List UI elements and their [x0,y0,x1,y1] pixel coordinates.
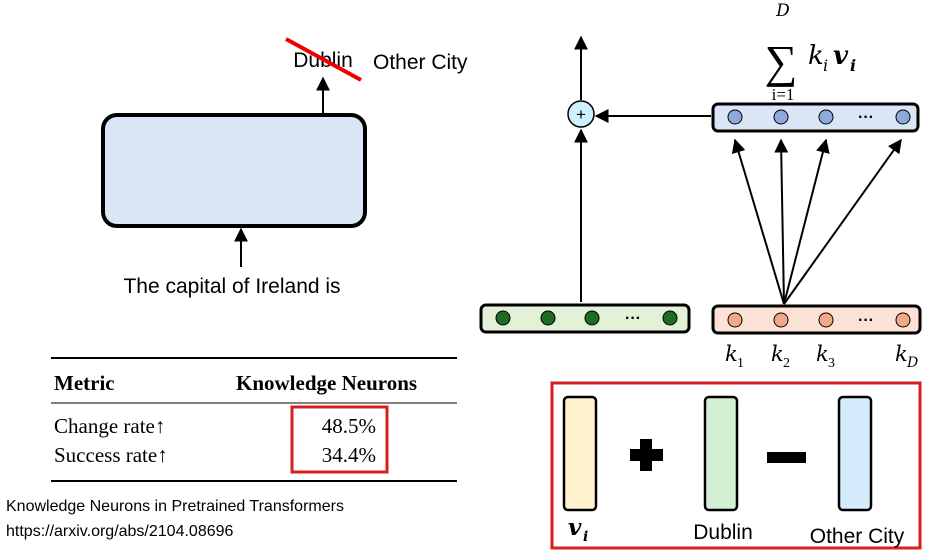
header-knowledge-neurons: Knowledge Neurons [236,371,417,395]
key-weight-arrow [783,138,902,305]
key-neuron-dot [727,312,743,328]
sum-upper-bound: D [775,1,790,21]
key-label-k1: k [725,342,738,366]
vi-label: v [568,514,582,541]
value-neuron-dot [773,109,789,125]
language-model-box [101,113,367,228]
minus-operator [767,452,806,463]
row-metric-change-rate: Change rate↑ [54,414,165,438]
residual-add-node [567,100,595,128]
value-vector-bar [711,102,920,133]
key-neuron-dot [773,312,789,328]
key-ellipsis: ··· [858,312,874,329]
values-highlight-box [290,405,389,474]
key-label-k2-sub: 2 [783,356,790,371]
key-weight-arrow [783,138,830,305]
key-neuron-dot [818,312,834,328]
value-ellipsis: ··· [858,109,874,126]
dublin-vector [703,395,739,512]
key-label-k1-sub: 1 [737,356,744,371]
citation-title: Knowledge Neurons in Pretrained Transfor… [6,498,344,515]
other-city-label: Other City [810,525,905,548]
input-prompt: The capital of Ireland is [123,275,340,298]
value-vector-vi [562,395,598,512]
plus-operator [630,439,663,471]
header-metric: Metric [54,371,115,395]
hidden-ellipsis: ··· [625,310,641,327]
sum-lower-bound: i=1 [772,85,795,104]
row-value-success-rate: 34.4% [322,443,376,467]
other-city-vector [837,395,873,512]
hidden-neuron-dot [495,310,511,326]
row-value-change-rate: 48.5% [322,414,376,438]
sum-term-k-sub: i [823,56,828,75]
sum-term-v-sub: i [850,56,856,75]
sum-term-v: v [833,41,849,71]
value-neuron-dot [727,109,743,125]
edited-output: Other City [373,51,468,74]
hidden-neuron-dot [662,310,678,326]
residual-add-symbol: + [576,105,586,124]
hidden-neuron-dot [584,310,600,326]
hidden-neuron-dot [540,310,556,326]
sum-term-k: k [808,41,824,71]
key-weight-arrow [774,138,789,305]
key-activation-bar [711,304,922,335]
key-weight-arrow [731,138,785,305]
key-label-kD: k [895,342,908,366]
key-label-k3: k [816,342,829,366]
sum-symbol: ∑ [765,36,798,87]
value-neuron-dot [895,109,911,125]
key-neuron-dot [895,312,911,328]
citation-url: https://arxiv.org/abs/2104.08696 [6,523,234,540]
key-label-k2: k [771,342,784,366]
row-metric-success-rate: Success rate↑ [54,443,168,467]
vi-label-sub: i [583,529,588,545]
edit-formula-frame [550,381,922,550]
strike-through [285,37,362,82]
value-neuron-dot [818,109,834,125]
key-label-k3-sub: 3 [828,356,835,371]
dublin-label: Dublin [693,521,753,544]
key-label-kD-sub: D [906,355,918,371]
